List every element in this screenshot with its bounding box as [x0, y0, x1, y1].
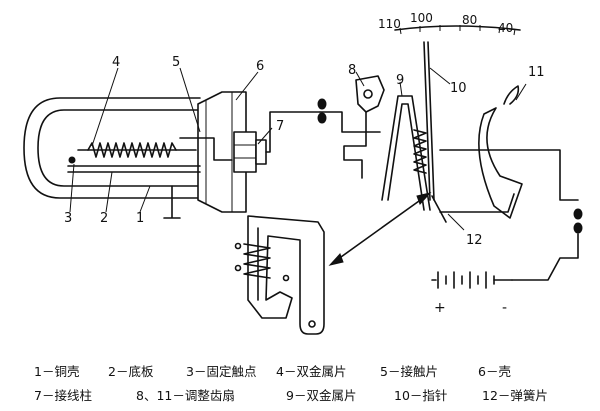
legend-item: 1－铜壳	[34, 364, 79, 379]
scale-arc	[394, 25, 521, 31]
part-label-8: 8	[348, 63, 356, 78]
gauge-coil	[413, 129, 427, 174]
scale-labels: 110 100 80 40	[378, 11, 513, 35]
scale-tick-label: 40	[498, 21, 513, 35]
scale-tick-label: 100	[410, 11, 433, 25]
spring-plate	[439, 193, 515, 213]
part-label-3: 3	[64, 211, 72, 226]
battery	[431, 271, 513, 289]
terminal-stud	[233, 131, 257, 173]
legend-item: 5－接触片	[380, 364, 438, 379]
legend-item: 10－指针	[394, 388, 447, 403]
fixed-contact	[68, 156, 76, 164]
adjusting-sector-8	[355, 75, 385, 113]
battery-minus-label: -	[502, 300, 507, 316]
part-label-12: 12	[466, 233, 483, 248]
heater-coil	[87, 142, 177, 158]
scale-tick-label: 110	[378, 17, 401, 31]
part-label-4: 4	[112, 55, 120, 70]
enlarged-detail	[234, 192, 432, 335]
part-label-2: 2	[100, 211, 108, 226]
part-label-1: 1	[136, 211, 144, 226]
legend-item: 4－双金属片	[276, 364, 346, 379]
legend-item: 7－接线柱	[34, 388, 92, 403]
legend-item: 12－弹簧片	[482, 388, 548, 403]
battery-plus-label: +	[434, 300, 446, 316]
scale-tick-label: 80	[462, 13, 477, 27]
part-label-6: 6	[256, 59, 264, 74]
bimetal-strip-9	[381, 95, 431, 211]
detail-coil	[243, 243, 271, 279]
legend-item: 9－双金属片	[286, 388, 356, 403]
sensor-unit	[23, 67, 321, 219]
legend-item: 3－固定触点	[186, 364, 256, 379]
part-label-9: 9	[396, 73, 404, 88]
enlarge-arrow	[333, 195, 427, 263]
part-label-7: 7	[276, 119, 284, 134]
legend: 1－铜壳 2－底板 3－固定触点 4－双金属片 5－接触片 6－壳 7－接线柱 …	[34, 364, 548, 403]
gauge-unit	[317, 25, 583, 281]
part-label-10: 10	[450, 81, 467, 96]
adjusting-sector-11	[478, 107, 523, 219]
copper-shell	[23, 97, 209, 199]
pointer	[423, 41, 431, 201]
part-number-labels: 4 5 6 7 3 2 1 8 9 10 11 12	[64, 55, 545, 248]
legend-item: 6－壳	[478, 364, 511, 379]
base-plate	[67, 165, 201, 173]
contact-plate	[179, 137, 233, 161]
part-label-5: 5	[172, 55, 180, 70]
part-label-11: 11	[528, 65, 545, 80]
legend-item: 8、11－调整齿扇	[136, 388, 235, 403]
housing	[197, 91, 247, 213]
legend-item: 2－底板	[108, 364, 154, 379]
